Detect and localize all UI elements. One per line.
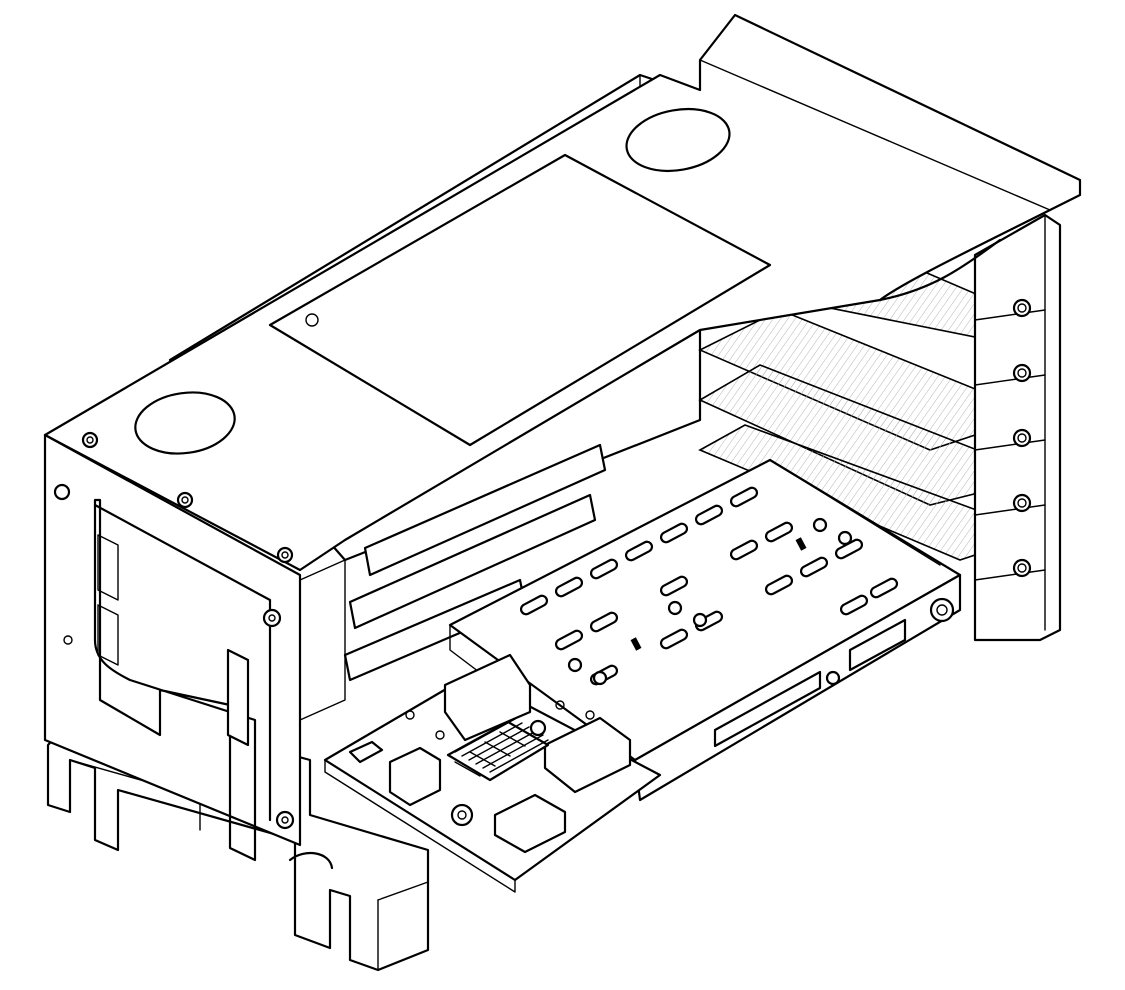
bracket-screws — [1012, 298, 1032, 578]
front-panel-latch — [226, 648, 250, 747]
tray-front-opening — [713, 670, 822, 748]
front-panel — [43, 433, 302, 862]
pcie-slot-connectors — [299, 443, 607, 721]
storage-connector-left — [443, 653, 532, 742]
top-cover-vent-hole-rear — [625, 108, 731, 172]
storage-connector-right — [543, 716, 632, 794]
io-bracket-column — [973, 213, 1062, 642]
tray-side-handle — [848, 618, 907, 672]
front-panel-connector-b — [97, 604, 119, 666]
heatsink — [446, 718, 550, 782]
pcie-slot-2 — [348, 493, 597, 630]
front-panel-connector-a — [97, 534, 119, 601]
pcie-slot-1 — [363, 443, 607, 577]
tray-vent-slots — [519, 486, 899, 686]
drive-carrier-tray — [448, 458, 962, 802]
board-connector-front — [493, 793, 567, 854]
top-cover-vent-hole-front — [134, 391, 236, 455]
top-cover — [43, 13, 1082, 572]
front-panel-window — [93, 498, 257, 862]
board-connector-left — [388, 746, 442, 807]
thumbscrew — [929, 597, 955, 623]
expansion-card-slots — [698, 269, 991, 561]
top-cover-label-plate — [268, 153, 772, 447]
backplane-board — [323, 653, 662, 893]
